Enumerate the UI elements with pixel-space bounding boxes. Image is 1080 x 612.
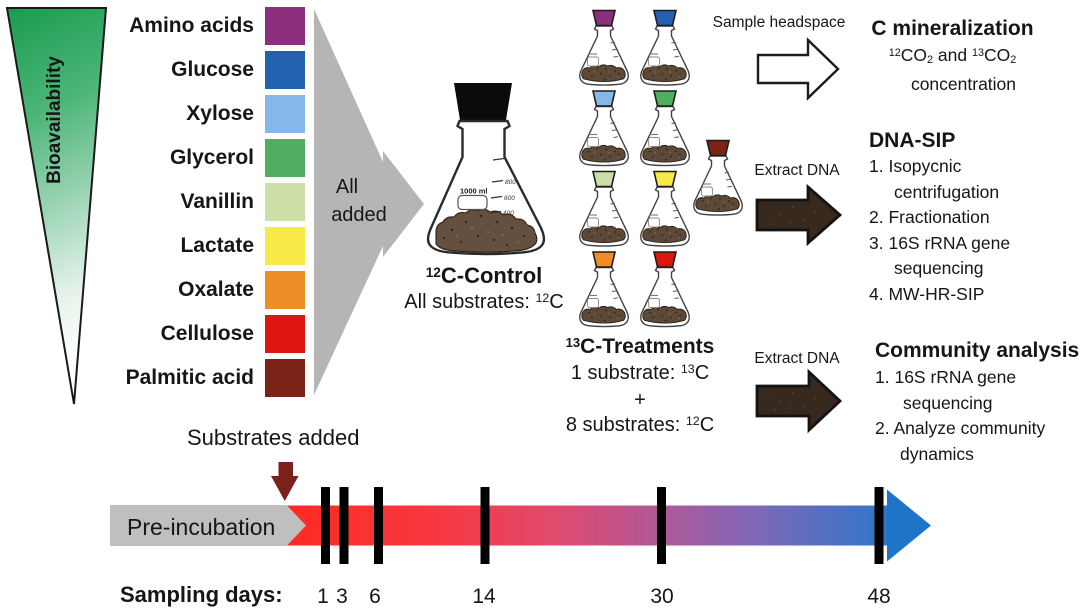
svg-text:400: 400: [503, 210, 514, 217]
svg-text:800: 800: [505, 179, 516, 186]
svg-text:600: 600: [504, 195, 515, 202]
svg-text:1000 ml: 1000 ml: [460, 187, 488, 196]
